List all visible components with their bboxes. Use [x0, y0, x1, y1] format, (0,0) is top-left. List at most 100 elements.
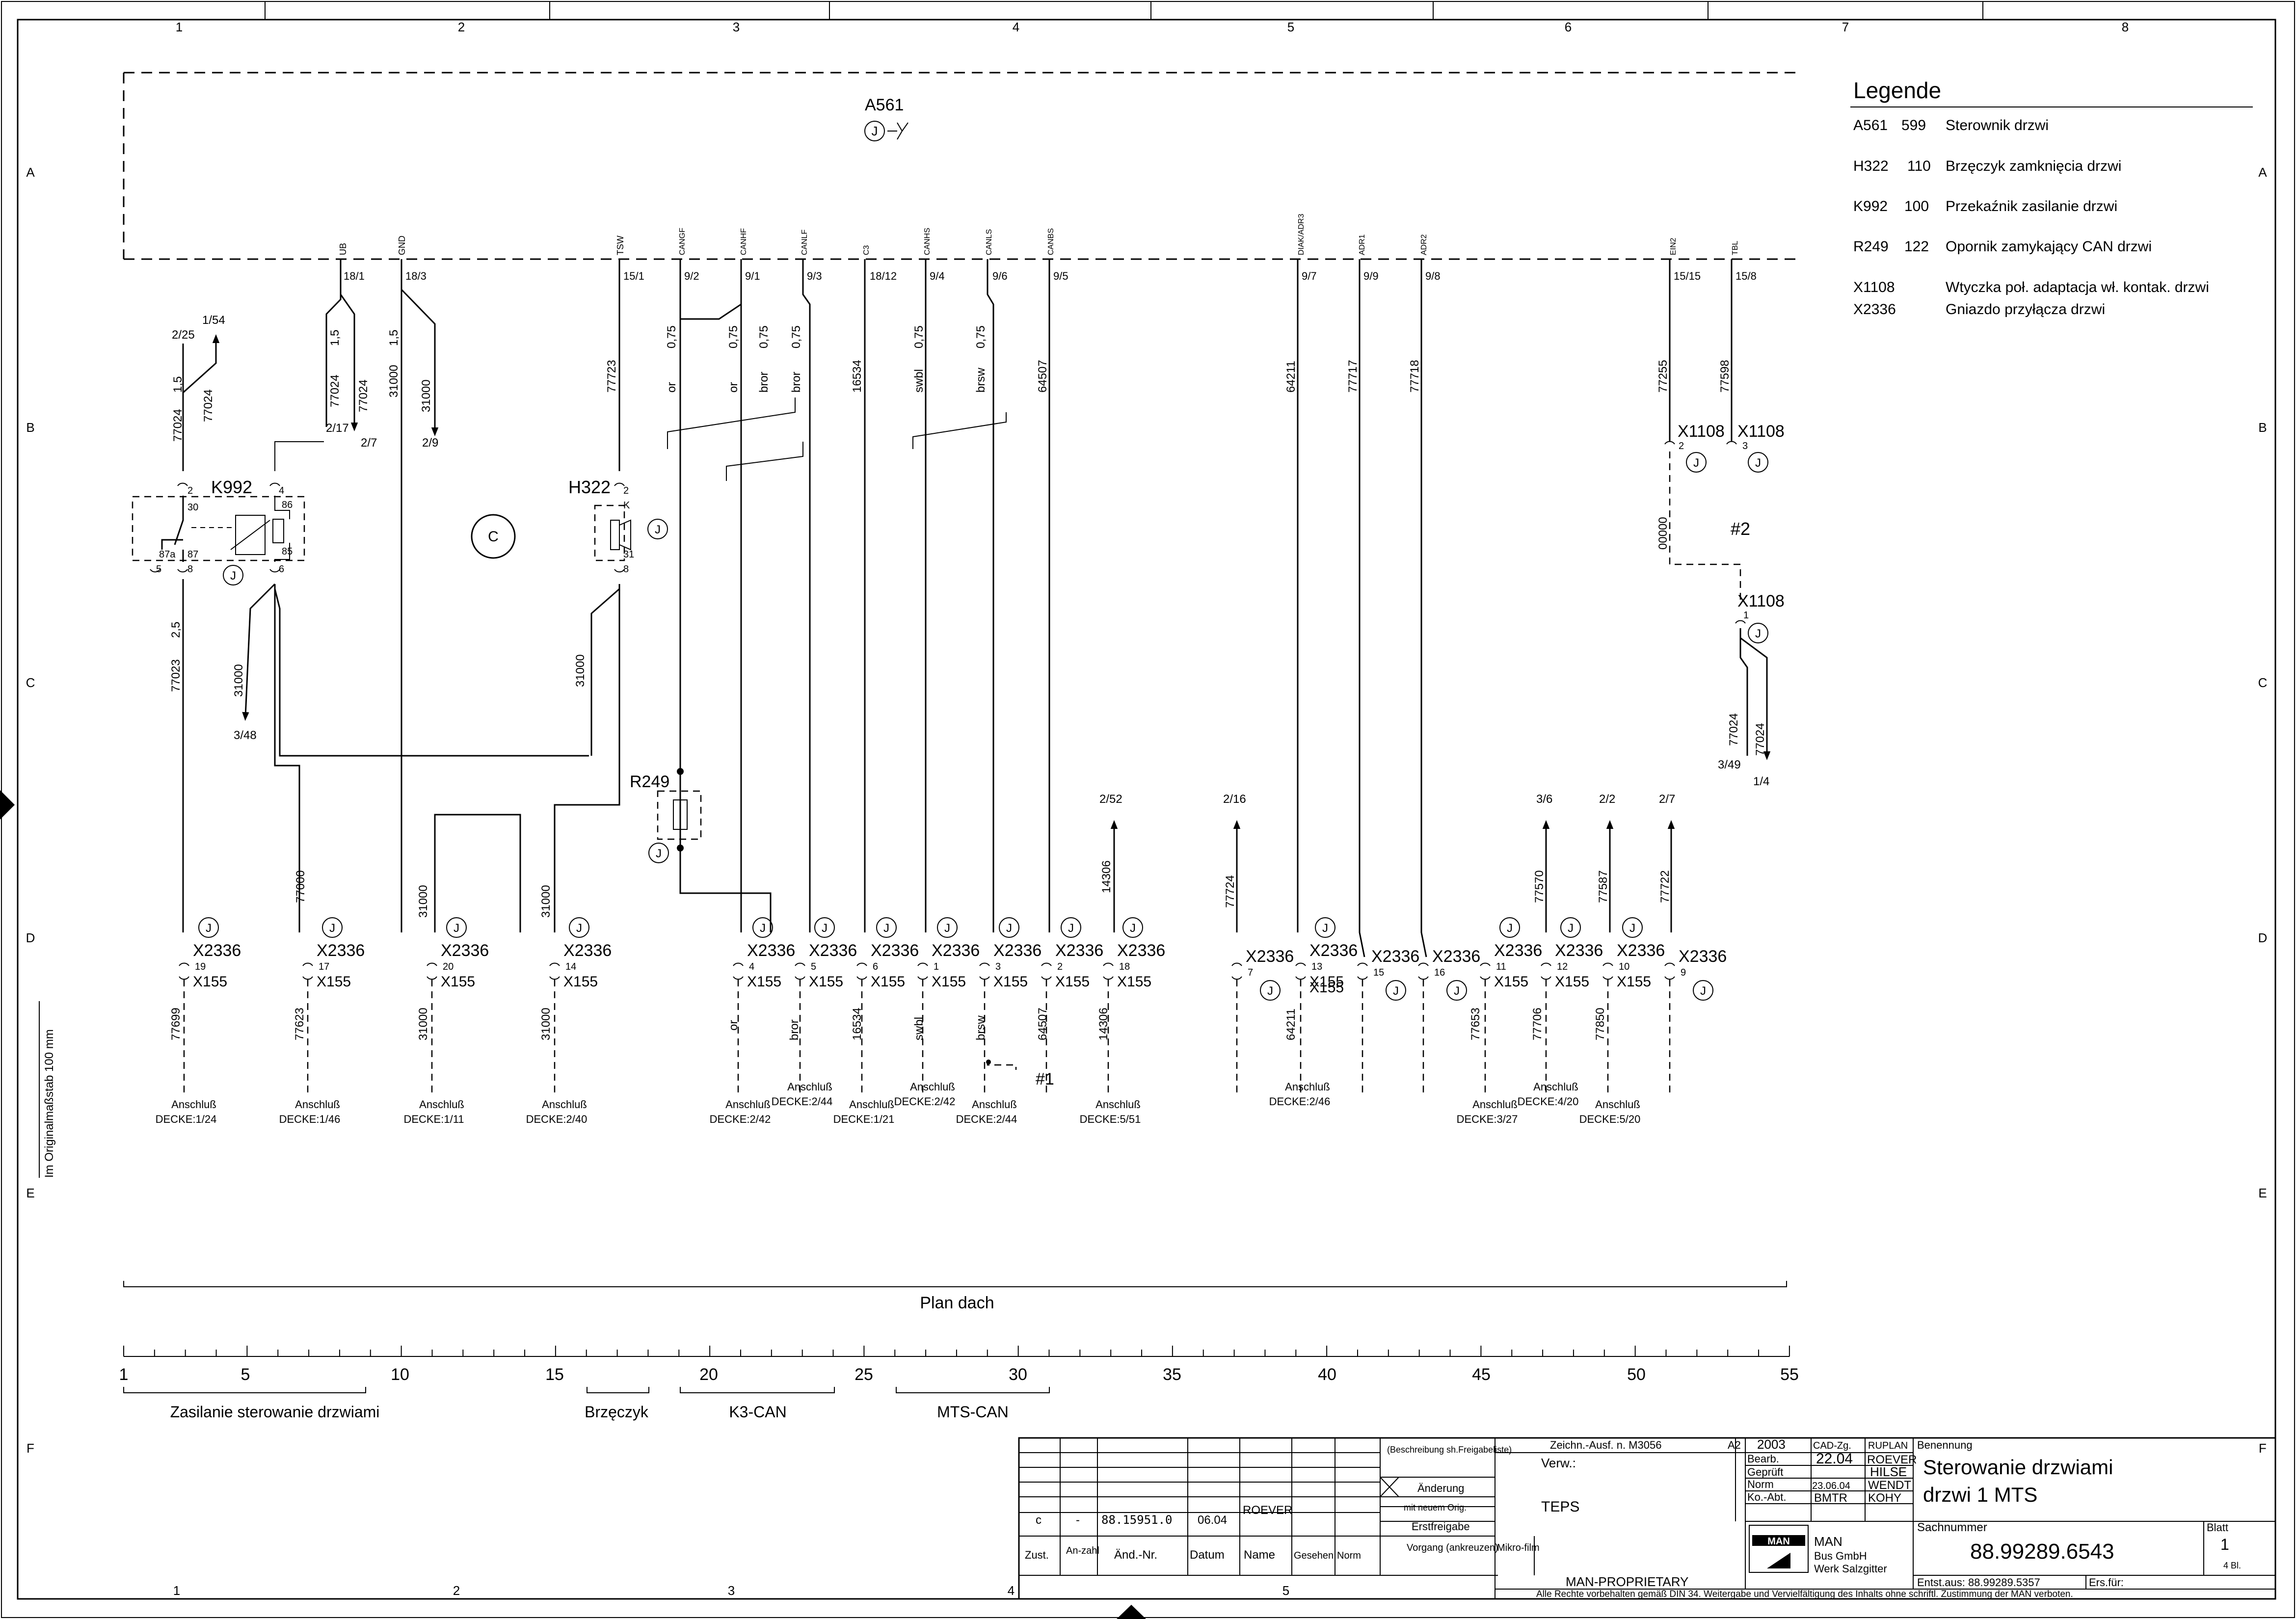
svg-text:18/1: 18/1	[344, 270, 365, 282]
svg-text:1: 1	[1743, 610, 1749, 621]
col-number: 3	[733, 20, 740, 34]
svg-text:Sachnummer: Sachnummer	[1917, 1521, 1987, 1534]
col-number: 4	[1013, 20, 1019, 34]
svg-text:X155: X155	[193, 974, 227, 990]
resistor-r249: R249 J	[630, 768, 702, 893]
svg-text:4: 4	[279, 485, 284, 496]
svg-text:15: 15	[1373, 967, 1384, 978]
svg-text:X1108: X1108	[1853, 279, 1895, 295]
svg-text:06.04: 06.04	[1198, 1513, 1227, 1527]
svg-text:77717: 77717	[1346, 360, 1360, 393]
svg-text:2: 2	[623, 485, 629, 496]
svg-text:Erstfreigabe: Erstfreigabe	[1412, 1520, 1470, 1533]
svg-text:TBL: TBL	[1731, 241, 1739, 255]
svg-text:Przekaźnik zasilanie drzwi: Przekaźnik zasilanie drzwi	[1946, 198, 2117, 214]
svg-text:Anschluß: Anschluß	[1285, 1081, 1330, 1093]
svg-text:77023: 77023	[169, 659, 183, 692]
svg-text:brsw: brsw	[974, 368, 988, 393]
svg-text:77723: 77723	[605, 360, 618, 393]
svg-text:64507: 64507	[1036, 1008, 1049, 1040]
svg-text:J: J	[230, 569, 236, 583]
svg-text:31: 31	[623, 549, 634, 560]
row-letter: A	[26, 165, 35, 180]
svg-text:WENDT: WENDT	[1868, 1479, 1911, 1492]
svg-text:Anschluß: Anschluß	[787, 1081, 832, 1093]
svg-text:Ko.-Abt.: Ko.-Abt.	[1747, 1491, 1786, 1503]
svg-text:77722: 77722	[1658, 870, 1672, 903]
svg-text:ROEVER: ROEVER	[1243, 1504, 1292, 1517]
hash-2: #2	[1731, 519, 1750, 539]
svg-text:MAN-PROPRIETARY: MAN-PROPRIETARY	[1566, 1574, 1688, 1589]
svg-text:2/25: 2/25	[172, 328, 195, 342]
svg-text:Gniazdo przyłącza drzwi: Gniazdo przyłącza drzwi	[1946, 301, 2105, 318]
svg-text:DECKE:1/24: DECKE:1/24	[156, 1113, 217, 1125]
svg-text:77587: 77587	[1597, 870, 1610, 903]
svg-text:2: 2	[187, 485, 193, 496]
svg-text:J: J	[1755, 456, 1761, 470]
svg-text:85: 85	[282, 546, 293, 557]
sheet-title-2: drzwi 1 MTS	[1923, 1483, 2037, 1506]
svg-text:9/6: 9/6	[992, 270, 1008, 282]
svg-text:15/15: 15/15	[1674, 270, 1701, 282]
svg-text:Mikro-film: Mikro-film	[1497, 1542, 1540, 1553]
svg-text:20: 20	[699, 1365, 718, 1384]
svg-text:25: 25	[854, 1365, 873, 1384]
bottom-number: 5	[1282, 1583, 1289, 1598]
cross-references: 2/25 1/54 2/17 2/7 2/9 3/48 2/52 2/16 3/…	[172, 314, 1769, 806]
svg-text:13: 13	[1311, 961, 1322, 972]
svg-text:X155: X155	[1055, 974, 1090, 990]
svg-text:or: or	[727, 1020, 740, 1031]
svg-text:Gesehen: Gesehen	[1294, 1550, 1334, 1561]
svg-text:77570: 77570	[1533, 870, 1546, 903]
svg-text:CANHS: CANHS	[923, 228, 932, 255]
svg-text:9/7: 9/7	[1302, 270, 1317, 282]
component-label: K992	[211, 477, 252, 497]
svg-text:7: 7	[1248, 967, 1253, 978]
svg-text:3: 3	[1742, 441, 1748, 451]
bottom-number: 1	[173, 1583, 180, 1598]
svg-text:DECKE:4/20: DECKE:4/20	[1518, 1095, 1579, 1108]
svg-text:J: J	[1454, 984, 1460, 998]
svg-text:1/4: 1/4	[1753, 775, 1769, 788]
svg-text:Datum: Datum	[1190, 1548, 1225, 1562]
plan-dach: Plan dach 1 5 10 15 20 25 30 35 40 45 50…	[119, 1281, 1799, 1421]
svg-text:4: 4	[749, 961, 754, 972]
row-letter: B	[26, 420, 34, 435]
svg-text:DECKE:5/51: DECKE:5/51	[1080, 1113, 1141, 1125]
svg-text:1,5: 1,5	[328, 330, 342, 346]
legend-title: Legende	[1853, 78, 1941, 103]
svg-text:A561: A561	[1853, 117, 1888, 133]
wire-labels: 77024 1,5 77024 77024 1,5 77024 31000 1,…	[169, 325, 1767, 1040]
svg-text:Alle Rechte vorbehalten gemäß: Alle Rechte vorbehalten gemäß DIN 34. We…	[1536, 1589, 2073, 1599]
svg-text:77623: 77623	[293, 1008, 306, 1040]
svg-text:64507: 64507	[1036, 360, 1049, 393]
svg-text:ADR1: ADR1	[1358, 234, 1366, 255]
svg-text:ADR2: ADR2	[1420, 234, 1428, 255]
svg-text:77000: 77000	[294, 870, 307, 903]
svg-text:31000: 31000	[232, 664, 245, 697]
svg-text:8: 8	[623, 564, 629, 575]
svg-text:DECKE:2/42: DECKE:2/42	[894, 1095, 956, 1108]
title-block: c - 88.15951.0 06.04 ROEVER Zust. An-zah…	[1018, 1437, 2276, 1600]
border-column-numbers: 1 2 3 4 5 6 7 8	[176, 1, 2129, 34]
svg-text:J: J	[1393, 984, 1399, 998]
wiring	[182, 283, 1771, 957]
svg-text:K992: K992	[1853, 198, 1888, 214]
svg-text:Anschluß: Anschluß	[171, 1098, 216, 1111]
component-c: C	[471, 514, 516, 559]
row-letter: E	[26, 1186, 34, 1200]
svg-text:Zust.: Zust.	[1025, 1549, 1049, 1561]
svg-text:Name: Name	[1244, 1548, 1275, 1562]
